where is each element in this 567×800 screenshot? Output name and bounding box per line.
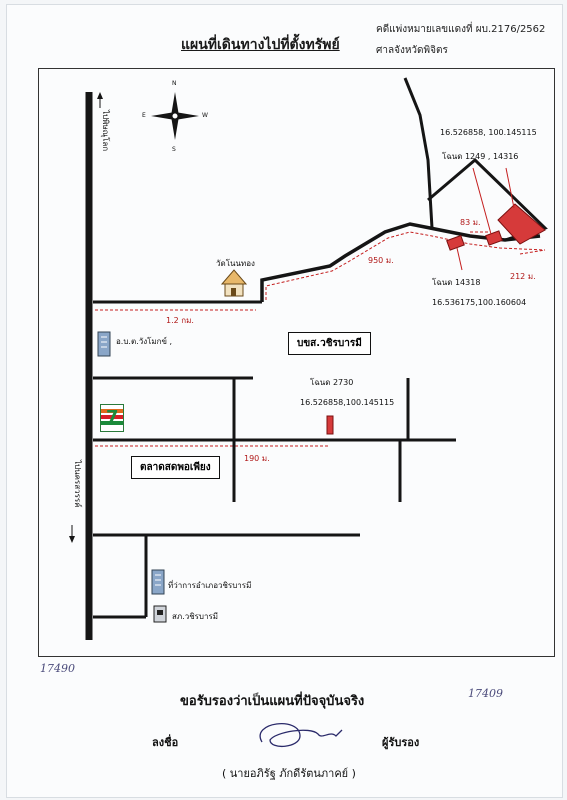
certification-statement: ขอรับรองว่าเป็นแผนที่ปัจจุบันจริง (180, 694, 365, 709)
parcel-2730 (326, 415, 334, 435)
road-label-nakhon-sawan: ไปนครสวรรค์ (73, 460, 82, 508)
compass-s: S (172, 146, 176, 153)
pointer-1249b (505, 167, 515, 209)
police-label: สภ.วชิรบารมี (172, 612, 219, 621)
seven-eleven-icon: 7 (100, 404, 124, 432)
temple-icon (220, 269, 248, 297)
parcel-14318 (446, 234, 465, 251)
certifier-label: ผู้รับรอง (382, 736, 420, 749)
parcel-1249-label: โฉนด 1249 , 14316 (442, 152, 519, 161)
district-admin-building-icon (97, 331, 111, 357)
route-212m (519, 249, 546, 255)
case-number: คดีแพ่งหมายเลขแดงที่ ผบ.2176/2562 (376, 24, 546, 35)
compass-e-mark: W (202, 112, 208, 119)
market-label: ตลาดสดพอเพียง (131, 456, 220, 479)
district-office-building-icon (151, 569, 165, 595)
arrow-north-head (97, 92, 103, 99)
signature-mark (259, 723, 343, 747)
district-admin-label: อ.บ.ต.วังโมกข์ , (116, 337, 173, 346)
compass-rose-icon (151, 92, 199, 140)
handwritten-note-left: 17490 (40, 662, 75, 675)
arrow-south-head (69, 536, 75, 543)
court-name: ศาลจังหวัดพิจิตร (376, 45, 448, 56)
temple-label: วัดโนนทอง (216, 259, 255, 268)
company-label: บขส.วชิรบารมี (288, 332, 371, 355)
distance-190m: 190 ม. (244, 454, 270, 463)
sign-label: ลงชื่อ (152, 736, 179, 749)
signer-name: ( นายอภิรัฐ ภักดีรัตนภาคย์ ) (222, 767, 356, 780)
distance-950m: 950 ม. (368, 256, 394, 265)
handwritten-note-right: 17409 (468, 687, 503, 700)
map-title: แผนที่เดินทางไปที่ตั้งทรัพย์ (181, 37, 340, 53)
road-hill (403, 77, 434, 229)
route-dashed (265, 231, 546, 300)
road-label-phitsanulok: ไปพิษณุโลก (101, 110, 110, 152)
parcel-14318-coords: 16.536175,100.160604 (432, 298, 527, 307)
police-station-icon (153, 605, 167, 623)
district-office-label: ที่ว่าการอำเภอวชิรบารมี (168, 581, 252, 590)
parcel-1249 (497, 203, 546, 245)
parcel-14318-label: โฉนด 14318 (432, 278, 481, 287)
parcel-2730-coords: 16.526858,100.145115 (300, 398, 395, 407)
compass-w-mark: E (142, 112, 146, 119)
compass-n: N (172, 80, 177, 87)
parcel-1249-coords: 16.526858, 100.145115 (440, 128, 537, 137)
distance-1-2km: 1.2 กม. (166, 316, 194, 325)
distance-212m: 212 ม. (510, 272, 536, 281)
parcel-2730-label: โฉนด 2730 (310, 378, 354, 387)
pointer-14318 (456, 247, 463, 271)
parcel-14316 (485, 230, 503, 246)
distance-83m: 83 ม. (460, 218, 481, 227)
pointer-1249a (472, 167, 492, 235)
